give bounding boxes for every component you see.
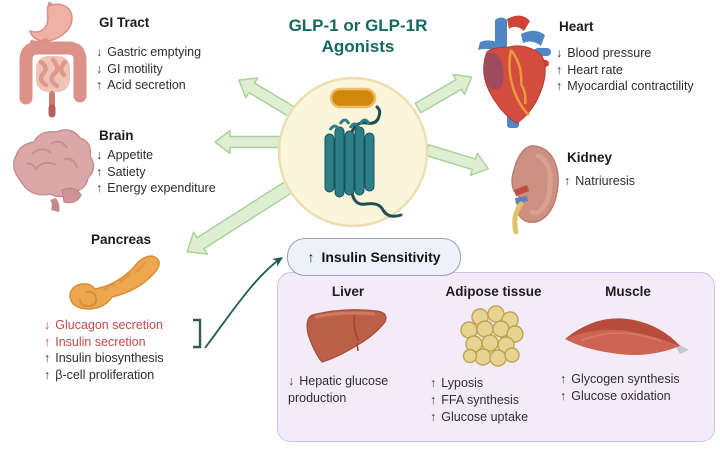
- effect-label: Glucagon secretion: [55, 318, 163, 332]
- effect-label: β-cell proliferation: [55, 367, 155, 382]
- effect-item: ↑ Heart rate: [556, 62, 720, 79]
- up-arrow-icon: ↑: [564, 174, 571, 188]
- pancreas-effects: ↓ Glucagon secretion ↑ Insulin secretion ↑…: [44, 317, 199, 383]
- glp1-capsule-icon: [329, 87, 377, 109]
- kidney-title: Kidney: [567, 150, 613, 165]
- effect-item: ↑ Satiety: [96, 164, 251, 181]
- brain-title: Brain: [99, 128, 134, 143]
- effect-item: ↑ Glucose oxidation: [560, 388, 715, 405]
- up-arrow-icon: ↑: [307, 249, 315, 265]
- effect-label: Energy expenditure: [107, 181, 216, 195]
- effect-item: ↑ Insulin biosynthesis: [44, 350, 199, 367]
- up-arrow-icon: ↑: [430, 376, 437, 390]
- kidney-icon: [511, 145, 559, 235]
- down-arrow-icon: ↓: [96, 45, 103, 59]
- liver-title: Liver: [331, 284, 365, 299]
- kidney-effects: ↑ Natriuresis: [564, 173, 684, 190]
- adipose-title: Adipose tissue: [445, 284, 542, 299]
- effect-item: ↓ Gastric emptying: [96, 44, 236, 61]
- up-arrow-icon: ↑: [44, 351, 51, 365]
- up-arrow-icon: ↑: [430, 393, 437, 407]
- liver-icon: [306, 309, 387, 363]
- effect-label: Lyposis: [441, 376, 484, 390]
- cell-circle: [277, 76, 429, 228]
- effect-item: ↓ Blood pressure: [556, 45, 720, 62]
- effect-label: Heart rate: [567, 62, 623, 77]
- effect-label: Blood pressure: [567, 46, 652, 60]
- up-arrow-icon: ↑: [44, 367, 51, 382]
- effect-item: ↑ Glycogen synthesis: [560, 371, 715, 388]
- effect-item: ↑ Acid secretion: [96, 77, 236, 94]
- adipose-tissue-icon: [460, 305, 524, 367]
- effect-item: ↑ Glucose uptake: [430, 409, 570, 426]
- effect-label: FFA synthesis: [441, 393, 520, 407]
- effect-label: Hepatic glucose production: [288, 374, 389, 405]
- effect-label: Satiety: [107, 164, 146, 179]
- effect-label: Glycogen synthesis: [571, 372, 680, 386]
- effect-label: Myocardial contractility: [567, 79, 694, 93]
- up-arrow-icon: ↑: [560, 389, 567, 403]
- effect-item: ↑ Natriuresis: [564, 173, 684, 190]
- heart-effects: ↓ Blood pressure ↑ Heart rate ↑ Myocardial …: [556, 45, 720, 95]
- effect-label: Insulin secretion: [55, 334, 146, 349]
- heart-title: Heart: [559, 19, 594, 34]
- effect-item: ↑ β-cell proliferation: [44, 367, 199, 384]
- effect-item: ↓ GI motility: [96, 61, 236, 78]
- diagram-title-line1: GLP-1 or GLP-1R: [288, 16, 428, 35]
- effect-item: ↓Hepatic glucose production: [288, 373, 426, 407]
- effect-item: ↑ Lyposis: [430, 375, 570, 392]
- heart-icon: [478, 15, 551, 128]
- down-arrow-icon: ↓: [44, 318, 51, 332]
- effect-item: ↑ Myocardial contractility: [556, 78, 720, 95]
- gi-tract-icon: [19, 2, 87, 118]
- up-arrow-icon: ↑: [560, 372, 567, 386]
- effect-label: GI motility: [107, 61, 163, 76]
- brain-icon: [13, 129, 95, 212]
- pancreas-icon: [69, 255, 160, 310]
- up-arrow-icon: ↑: [44, 334, 51, 349]
- muscle-effects: ↑ Glycogen synthesis ↑ Glucose oxidation: [560, 371, 715, 405]
- effect-item-highlight: ↓ Glucagon secretion: [44, 317, 199, 334]
- brain-effects: ↓ Appetite ↑ Satiety ↑ Energy expenditure: [96, 147, 251, 197]
- insulin-sensitivity-badge: ↑ Insulin Sensitivity: [287, 238, 461, 276]
- effect-item: ↓ Appetite: [96, 147, 251, 164]
- up-arrow-icon: ↑: [96, 78, 103, 92]
- glp1-receptor-icon: [324, 105, 403, 218]
- gi-tract-title: GI Tract: [99, 15, 150, 30]
- adipose-effects: ↑ Lyposis ↑ FFA synthesis ↑ Glucose uptake: [430, 375, 570, 426]
- diagram-title: GLP-1 or GLP-1R Agonists: [266, 15, 450, 57]
- effect-label: Natriuresis: [575, 174, 635, 188]
- down-arrow-icon: ↓: [288, 374, 295, 388]
- effect-item: ↑ FFA synthesis: [430, 392, 570, 409]
- insulin-sensitivity-label: Insulin Sensitivity: [321, 249, 441, 265]
- effect-label: Gastric emptying: [107, 45, 202, 59]
- up-arrow-icon: ↑: [556, 62, 563, 77]
- effect-label: Acid secretion: [107, 78, 186, 92]
- liver-effects: ↓Hepatic glucose production: [288, 373, 426, 407]
- up-arrow-icon: ↑: [430, 410, 437, 424]
- insulin-sensitivity-panel: Liver ↓Hepatic glucose production Adipos…: [277, 272, 715, 442]
- effect-item-highlight: ↑ Insulin secretion: [44, 334, 199, 351]
- pancreas-title: Pancreas: [91, 232, 152, 247]
- diagram-title-line2: Agonists: [321, 37, 395, 56]
- effect-label: Glucose oxidation: [571, 389, 671, 403]
- up-arrow-icon: ↑: [556, 79, 563, 93]
- up-arrow-icon: ↑: [96, 164, 103, 179]
- gi-tract-effects: ↓ Gastric emptying ↓ GI motility ↑ Acid sec…: [96, 44, 236, 94]
- up-arrow-icon: ↑: [96, 181, 103, 195]
- down-arrow-icon: ↓: [96, 148, 103, 162]
- curved-arrow-icon: [204, 257, 283, 349]
- effect-label: Insulin biosynthesis: [55, 351, 164, 365]
- effect-label: Appetite: [107, 148, 154, 162]
- down-arrow-icon: ↓: [556, 46, 563, 60]
- muscle-icon: [565, 318, 689, 355]
- muscle-title: Muscle: [605, 284, 651, 299]
- down-arrow-icon: ↓: [96, 61, 103, 76]
- effect-label: Glucose uptake: [441, 410, 529, 424]
- effect-item: ↑ Energy expenditure: [96, 180, 251, 197]
